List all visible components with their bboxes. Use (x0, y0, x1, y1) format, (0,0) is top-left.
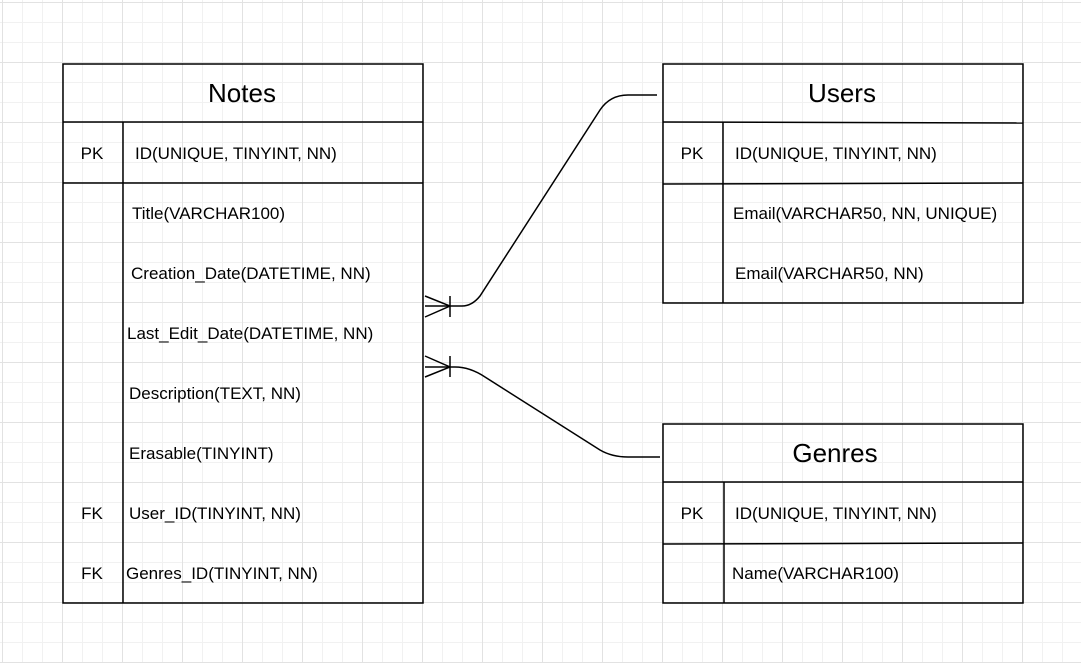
notes-erasable-field: Erasable(TINYINT) (129, 444, 274, 463)
users-pk-label: PK (681, 144, 704, 163)
notes-id-field: ID(UNIQUE, TINYINT, NN) (135, 144, 337, 163)
entity-genres[interactable]: Genres PK ID(UNIQUE, TINYINT, NN) Name(V… (662, 423, 1024, 604)
users-title: Users (808, 78, 876, 108)
genres-pk-label: PK (681, 504, 704, 523)
users-id-field: ID(UNIQUE, TINYINT, NN) (735, 144, 937, 163)
notes-fk-genres-label: FK (81, 564, 103, 583)
genres-name-field: Name(VARCHAR100) (732, 564, 899, 583)
relationship-notes-genres-line (425, 366, 660, 458)
notes-description-field: Description(TEXT, NN) (129, 384, 301, 403)
users-pk-divider (662, 182, 1024, 185)
notes-last-edit-date-field: Last_Edit_Date(DATETIME, NN) (127, 324, 373, 343)
entity-users[interactable]: Users PK ID(UNIQUE, TINYINT, NN) Email(V… (662, 63, 1024, 304)
entity-notes[interactable]: Notes PK ID(UNIQUE, TINYINT, NN) Title(V… (62, 63, 424, 604)
notes-table-border (62, 63, 424, 604)
notes-genres-id-field: Genres_ID(TINYINT, NN) (126, 564, 318, 583)
users-email-unique-field: Email(VARCHAR50, NN, UNIQUE) (733, 204, 997, 223)
relationship-notes-users[interactable] (424, 94, 657, 318)
genres-title: Genres (792, 438, 877, 468)
relationship-notes-genres[interactable] (424, 355, 660, 458)
users-email-field: Email(VARCHAR50, NN) (735, 264, 924, 283)
notes-pk-label: PK (81, 144, 104, 163)
users-title-divider (662, 121, 1024, 124)
genres-pk-divider (662, 542, 1024, 545)
notes-user-id-field: User_ID(TINYINT, NN) (129, 504, 301, 523)
notes-title: Notes (208, 78, 276, 108)
notes-creation-date-field: Creation_Date(DATETIME, NN) (131, 264, 371, 283)
notes-title-field: Title(VARCHAR100) (132, 204, 285, 223)
notes-fk-user-label: FK (81, 504, 103, 523)
genres-table-border (662, 423, 1024, 604)
genres-id-field: ID(UNIQUE, TINYINT, NN) (735, 504, 937, 523)
relationship-notes-users-line (425, 94, 657, 307)
